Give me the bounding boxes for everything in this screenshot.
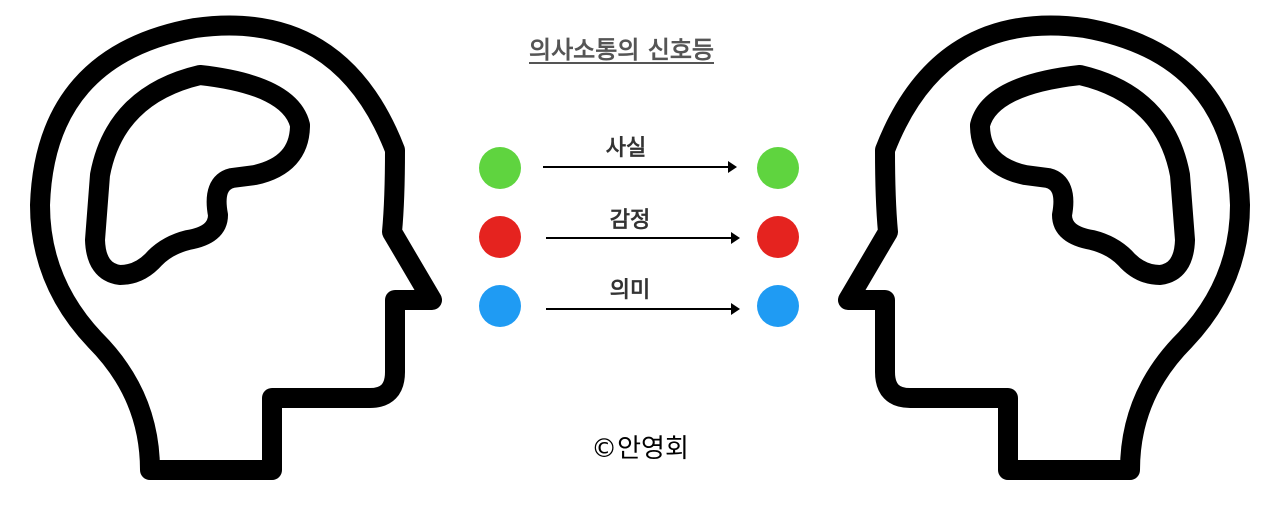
signal-label-3: 의미 bbox=[609, 278, 651, 303]
signal-arrow-1 bbox=[543, 161, 737, 173]
signal-arrow-2 bbox=[546, 232, 740, 244]
right-head-icon bbox=[838, 15, 1250, 480]
signal-dot-left-2 bbox=[479, 216, 521, 258]
diagram-title: 의사소통의 신호등 bbox=[529, 36, 714, 64]
signal-label-2: 감정 bbox=[609, 208, 651, 233]
left-head-icon bbox=[30, 15, 442, 480]
signal-dot-right-3 bbox=[757, 285, 799, 327]
signal-label-1: 사실 bbox=[605, 136, 647, 161]
copyright-credit: ©안영회 bbox=[591, 434, 689, 464]
signal-dot-left-3 bbox=[479, 285, 521, 327]
signal-dot-right-1 bbox=[757, 147, 799, 189]
signal-arrow-3 bbox=[546, 303, 740, 315]
signal-dot-right-2 bbox=[757, 216, 799, 258]
signal-dot-left-1 bbox=[479, 147, 521, 189]
